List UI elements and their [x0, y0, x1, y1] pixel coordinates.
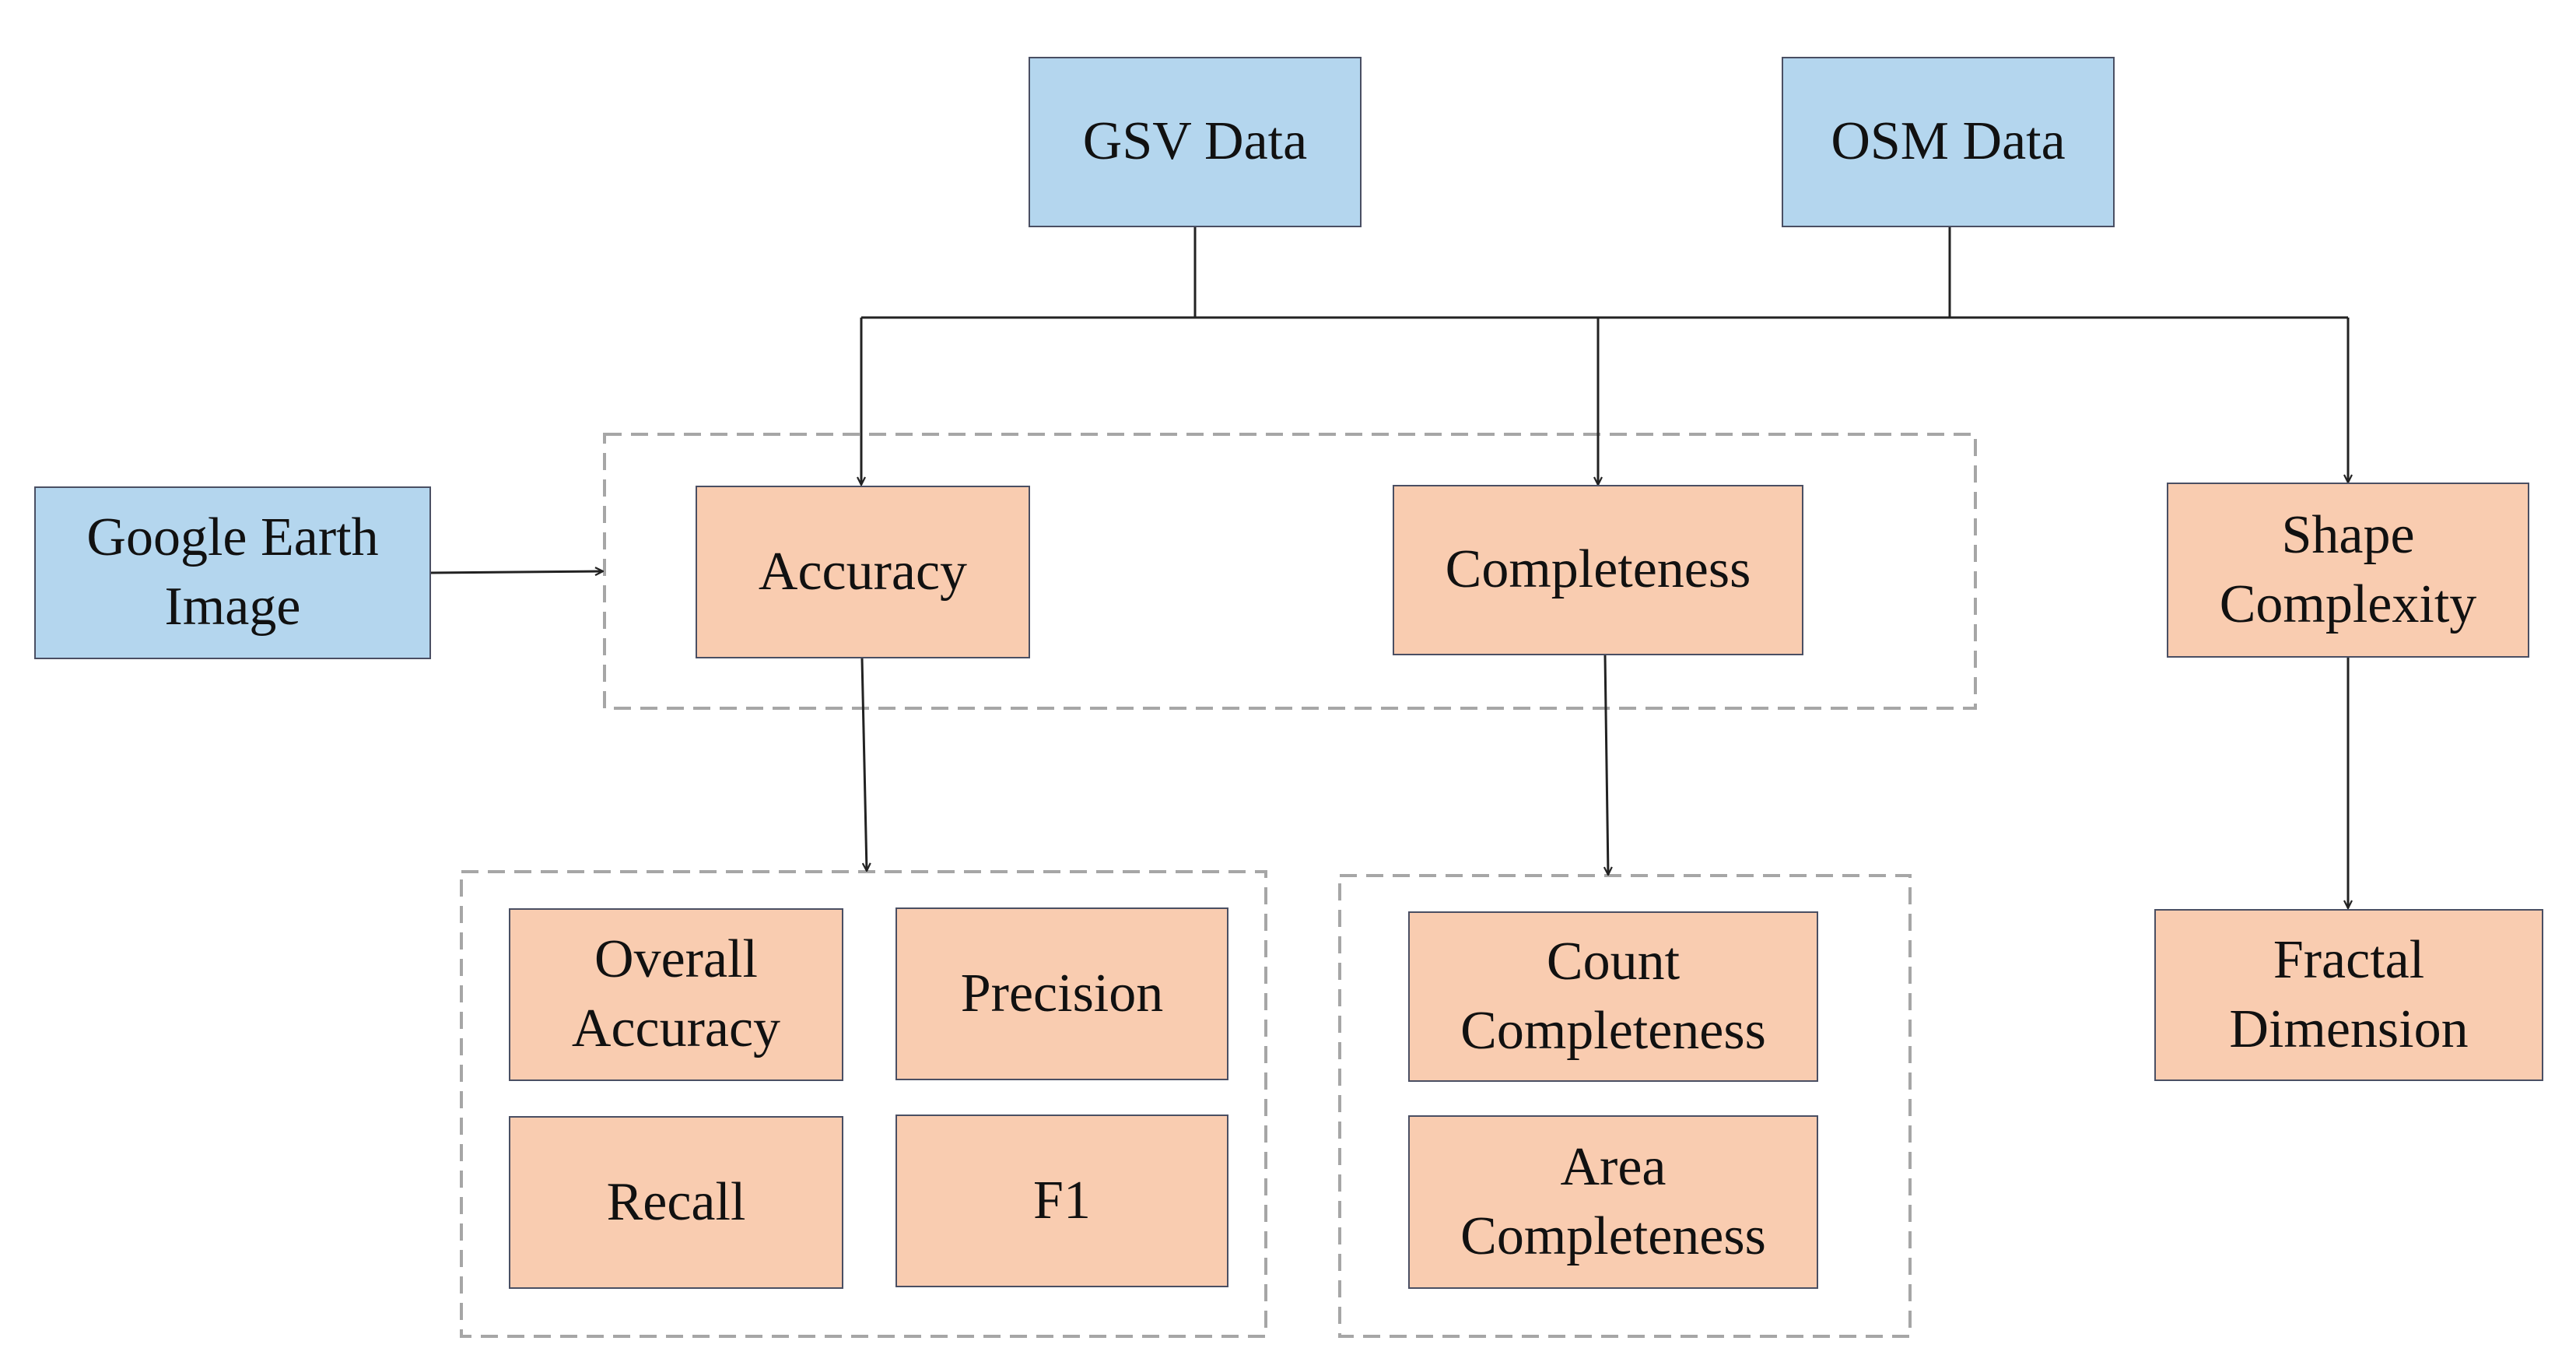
google-earth-label-line2: Image: [164, 577, 301, 637]
primary-metrics-group: [603, 433, 1977, 710]
arrow-google-earth-to-group: [430, 571, 603, 573]
shape-complexity-label-line1: Shape: [2281, 504, 2415, 565]
shape-complexity-box: Shape Complexity: [2167, 483, 2529, 658]
google-earth-image-box: Google Earth Image: [34, 486, 431, 659]
arrow-accuracy-to-measures: [860, 658, 867, 871]
overall-accuracy-box: Overall Accuracy: [509, 908, 843, 1081]
completeness-label: Completeness: [1445, 539, 1751, 600]
area-completeness-box: Area Completeness: [1408, 1115, 1818, 1289]
shape-complexity-label-line2: Complexity: [2219, 574, 2477, 634]
precision-box: Precision: [895, 907, 1228, 1080]
arrow-completeness-to-measures: [1605, 655, 1608, 875]
f1-label: F1: [1033, 1170, 1091, 1230]
google-earth-label-line1: Google Earth: [86, 507, 379, 568]
fractal-dimension-box: Fractal Dimension: [2154, 909, 2543, 1081]
completeness-measures-group: [1338, 874, 1912, 1338]
fractal-dimension-label-line1: Fractal: [2273, 929, 2425, 990]
precision-label: Precision: [960, 963, 1164, 1023]
gsv-data-label: GSV Data: [1082, 111, 1308, 172]
area-completeness-label-line1: Area: [1560, 1136, 1667, 1197]
recall-label: Recall: [606, 1171, 746, 1232]
osm-data-label: OSM Data: [1831, 111, 2066, 172]
overall-accuracy-label-line2: Accuracy: [571, 999, 781, 1058]
completeness-box: Completeness: [1393, 485, 1803, 655]
recall-box: Recall: [509, 1116, 843, 1289]
accuracy-box: Accuracy: [696, 486, 1030, 658]
count-completeness-box: Count Completeness: [1408, 911, 1818, 1082]
area-completeness-label-line2: Completeness: [1460, 1206, 1766, 1266]
accuracy-label: Accuracy: [758, 541, 968, 602]
count-completeness-label-line2: Completeness: [1460, 1000, 1766, 1061]
count-completeness-label-line1: Count: [1546, 931, 1681, 992]
fractal-dimension-label-line2: Dimension: [2229, 999, 2469, 1059]
overall-accuracy-label-line1: Overall: [594, 929, 758, 990]
f1-box: F1: [895, 1115, 1228, 1287]
gsv-data-box: GSV Data: [1029, 57, 1362, 227]
osm-data-box: OSM Data: [1782, 57, 2115, 227]
